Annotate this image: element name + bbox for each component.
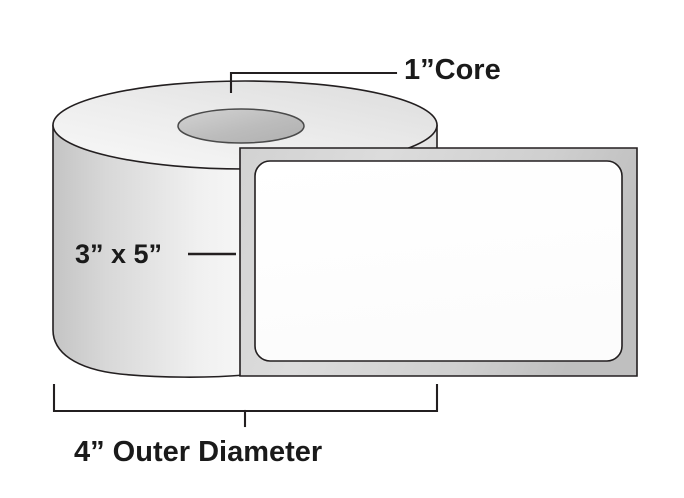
label-size-dimension-label: 3” x 5” xyxy=(75,239,163,269)
core-leader-line xyxy=(229,71,398,94)
outer-diameter-dimension-label: 4” Outer Diameter xyxy=(74,436,323,468)
roll-core-hole xyxy=(177,108,305,144)
core-dimension-label: 1”Core xyxy=(404,54,501,86)
outer-diameter-dimension-bracket xyxy=(52,383,439,428)
label-face xyxy=(254,160,623,362)
